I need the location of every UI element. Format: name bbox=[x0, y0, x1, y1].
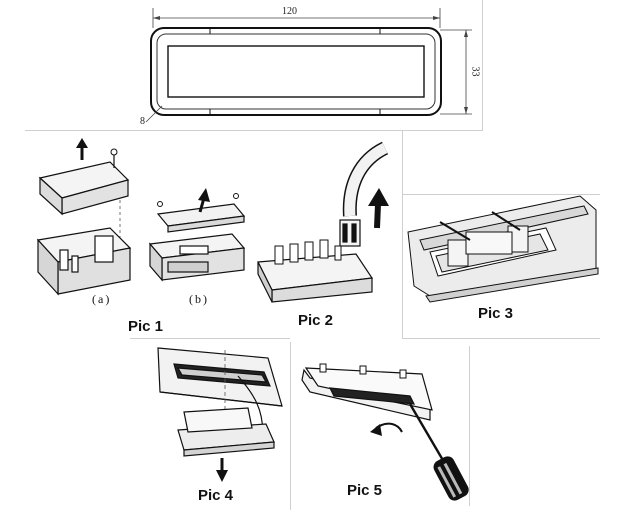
pic1-sublabel-b: (b) bbox=[189, 292, 209, 306]
radius-dimension-label: 8 bbox=[140, 116, 145, 127]
pic1-sublabel-a: (a) bbox=[92, 292, 112, 306]
dimension-drawing bbox=[145, 8, 472, 123]
pic5-caption: Pic 5 bbox=[347, 482, 383, 499]
pic3-caption: Pic 3 bbox=[478, 305, 514, 322]
top-panel-border-right bbox=[482, 0, 483, 130]
pic4-panel-bottom bbox=[130, 338, 290, 339]
pic3-panel-top bbox=[402, 194, 600, 195]
pic5-panel-right bbox=[469, 346, 470, 506]
width-dimension-label: 120 bbox=[282, 6, 297, 17]
pic2-caption: Pic 2 bbox=[298, 312, 334, 329]
pic4-pic5-divider bbox=[290, 342, 291, 510]
pic4-caption: Pic 4 bbox=[198, 487, 234, 504]
pic1-panel-border bbox=[25, 130, 402, 131]
pic1-caption: Pic 1 bbox=[128, 318, 164, 335]
pic3-panel-bottom bbox=[402, 338, 600, 339]
pic2-panel-divider bbox=[402, 130, 403, 338]
